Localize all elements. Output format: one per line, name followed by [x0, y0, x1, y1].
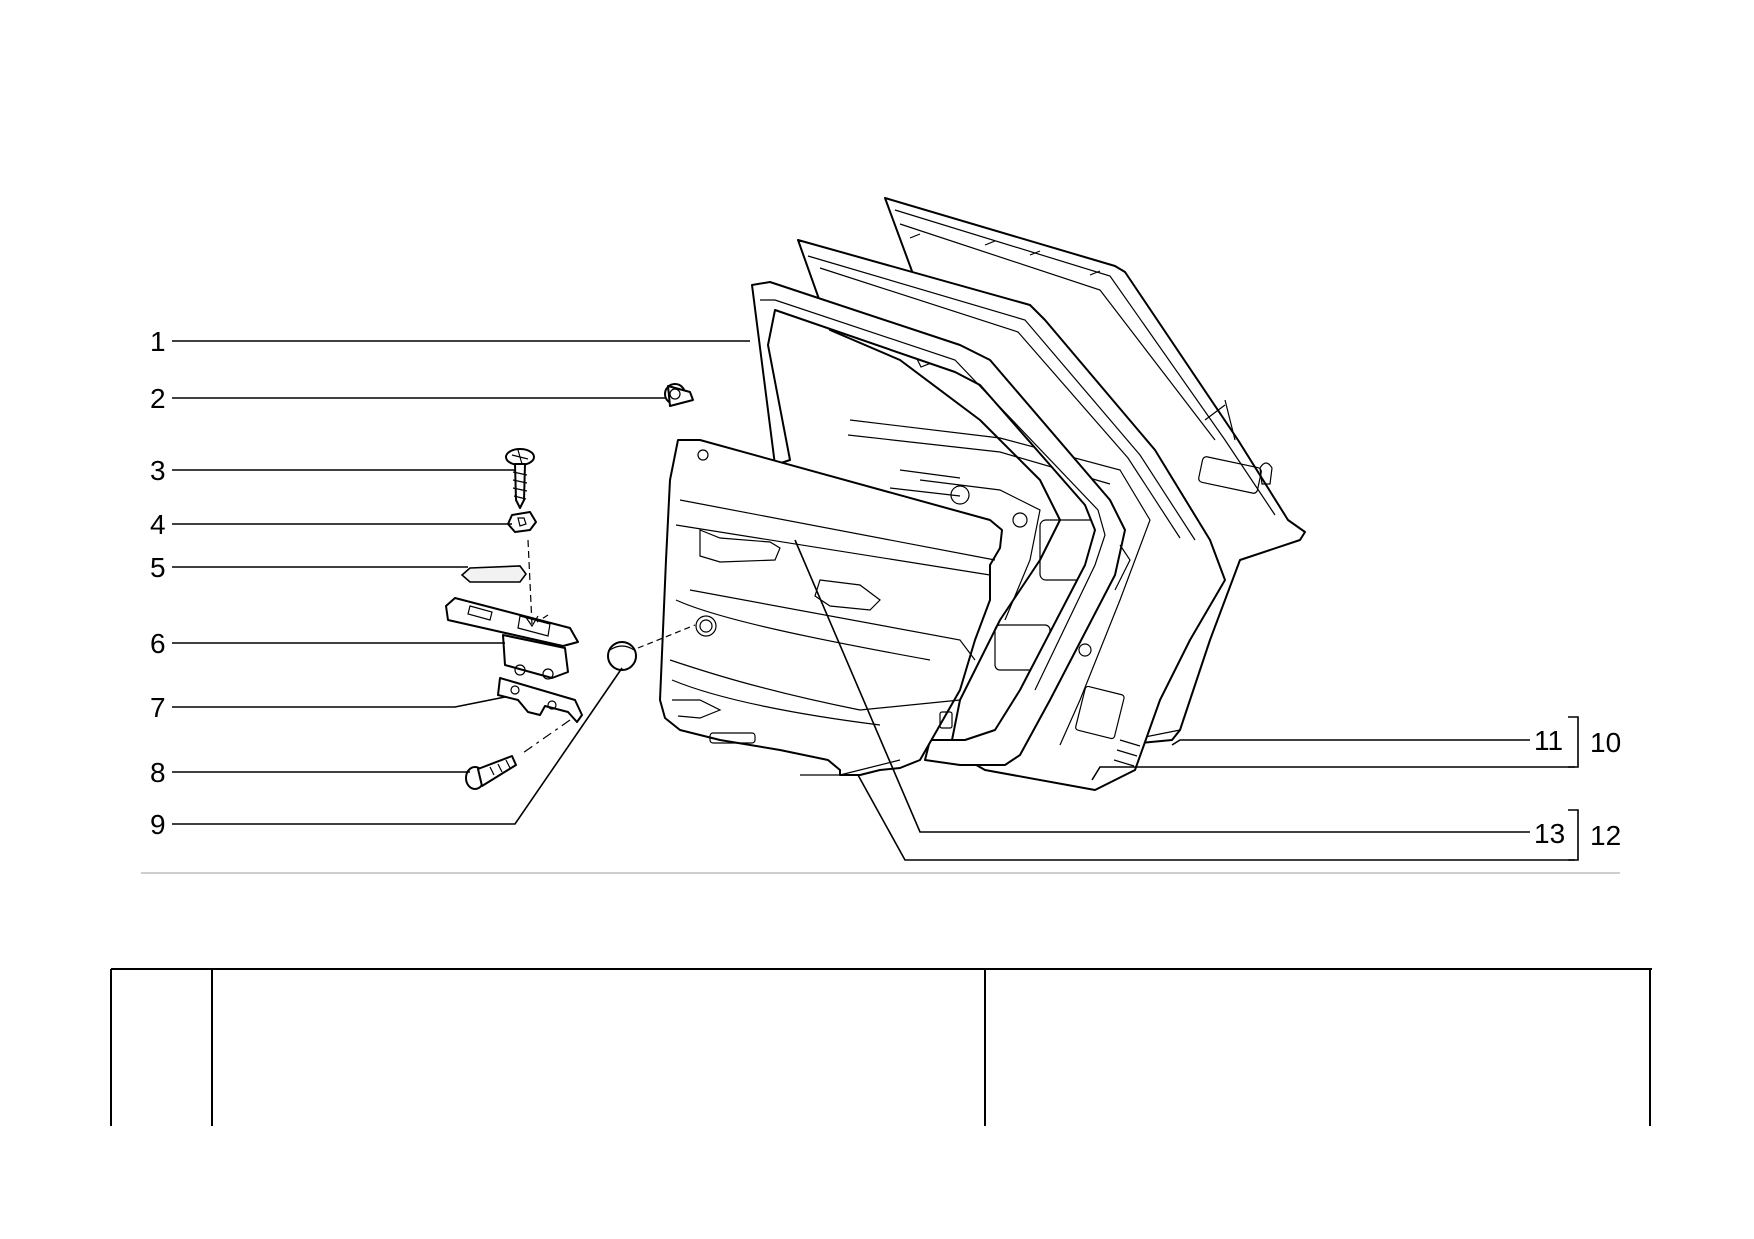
switch-mounting-bracket: [497, 677, 583, 723]
hole-plug-cap: [607, 641, 637, 671]
callout-13: 13: [1534, 818, 1565, 849]
callout-6: 6: [150, 628, 166, 659]
inner-door-frame: [797, 239, 1226, 791]
callout-10: 10: [1590, 727, 1621, 758]
callout-7: 7: [150, 692, 166, 723]
callout-12: 12: [1590, 820, 1621, 851]
assembly-guide-lines: [519, 539, 696, 756]
retaining-bolt: [465, 755, 517, 790]
self-tapping-screw: [505, 448, 535, 509]
trim-clip: [664, 383, 694, 407]
callout-9: 9: [150, 809, 166, 840]
callout-4: 4: [150, 509, 166, 540]
window-switch-unit: [445, 597, 579, 680]
door-weatherstrip-seal: [751, 281, 1131, 766]
callout-11: 11: [1534, 725, 1563, 756]
leader-lines: [172, 340, 1579, 861]
speed-nut: [507, 511, 537, 533]
callout-8: 8: [150, 757, 166, 788]
switch-bezel-cover: [460, 565, 527, 583]
callout-1: 1: [150, 326, 166, 357]
empty-parts-table: [110, 968, 1652, 1126]
callout-2: 2: [150, 383, 166, 414]
door-trim-panel: [659, 439, 1003, 776]
callout-5: 5: [150, 552, 166, 583]
callout-3: 3: [150, 455, 166, 486]
